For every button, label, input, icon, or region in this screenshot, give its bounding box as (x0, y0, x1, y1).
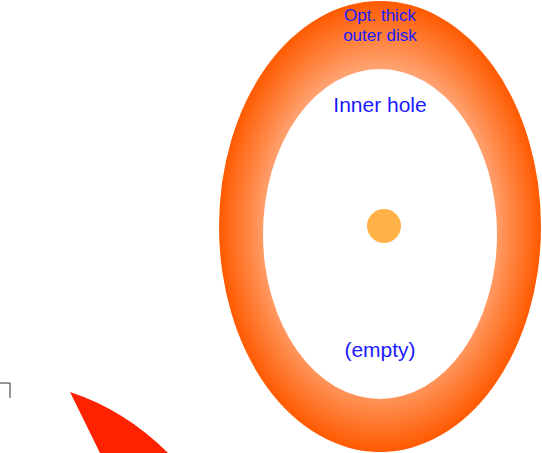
hole-label: Inner hole (333, 92, 426, 117)
text-holder: (empty) (262, 337, 498, 362)
central-star (367, 209, 401, 243)
text-holder: Inner hole (262, 92, 498, 117)
box-corner (0, 383, 10, 398)
text-holder: Opt. thick outer disk (218, 6, 542, 47)
inner-hole: Inner hole (empty) (262, 68, 498, 400)
outer-disk: Opt. thick outer diskInner hole (empty) (218, 0, 542, 453)
disk-label: Opt. thick outer disk (325, 6, 435, 47)
red-star-disk (70, 392, 168, 453)
hole-label: (empty) (344, 337, 415, 362)
